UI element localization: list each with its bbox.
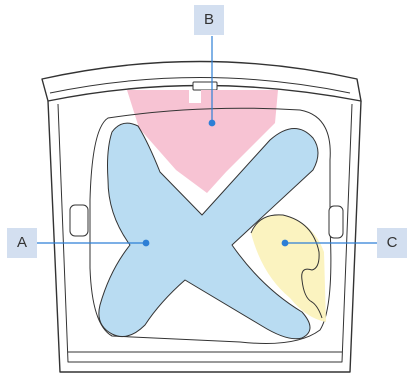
housing-inner-wall: [57, 103, 353, 363]
housing: [41, 60, 362, 373]
anchor-dot-c: [281, 239, 289, 247]
anchor-dots: [142, 119, 289, 247]
leader-lines: [37, 36, 377, 244]
anchor-dot-b: [208, 119, 216, 127]
callout-label-c: C: [377, 228, 407, 258]
inner-tub: [89, 107, 332, 344]
left-lug: [69, 204, 89, 237]
housing-lid-inner: [49, 77, 351, 94]
callout-label-a: A: [7, 228, 37, 258]
region-b-pink: [127, 90, 278, 193]
region-c-yellow: [251, 214, 326, 322]
housing-cabinet: [47, 100, 362, 373]
right-lug: [328, 205, 344, 239]
anchor-dot-a: [142, 239, 150, 247]
region-a-blue: [98, 122, 319, 340]
lid-notch: [192, 81, 218, 91]
callout-label-b: B: [194, 5, 224, 35]
region-c-outline: [250, 214, 323, 319]
